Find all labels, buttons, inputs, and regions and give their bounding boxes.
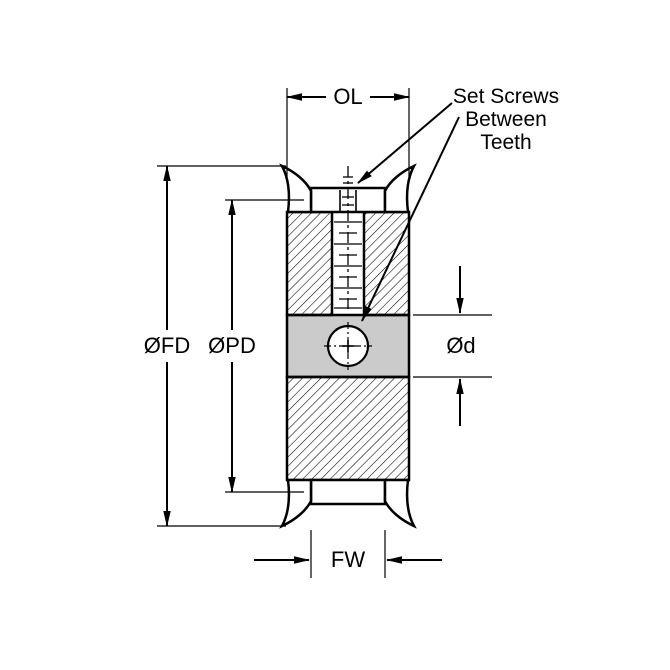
label-overall-length: OL	[333, 84, 362, 109]
note-set-screws-line2: Between	[465, 108, 547, 131]
label-face-width: FW	[331, 547, 365, 572]
dimension-pitch-diameter: ØPD	[208, 199, 304, 493]
thread-ticks	[334, 176, 362, 309]
dimensions: OL ØFD ØPD Ød	[144, 84, 492, 578]
dimension-bore-diameter: Ød	[413, 266, 492, 426]
body-section-bottom	[285, 375, 411, 482]
label-flange-diameter: ØFD	[144, 333, 190, 358]
pulley	[279, 163, 417, 529]
flange-bottom-right	[383, 478, 417, 529]
dimension-flange-diameter: ØFD	[144, 165, 286, 527]
dimension-overall-length: OL	[286, 84, 410, 180]
set-screw-hole-circle	[324, 322, 372, 370]
flange-bottom-left	[279, 478, 313, 529]
label-pitch-diameter: ØPD	[208, 333, 256, 358]
set-screw-tapped-hole	[334, 166, 362, 312]
set-screw-annotation: Set Screws Between Teeth	[357, 85, 559, 322]
bottom-land	[309, 478, 387, 506]
note-set-screws-line1: Set Screws	[453, 85, 559, 108]
body-section-top-right	[362, 210, 411, 317]
note-set-screws-line3: Teeth	[480, 131, 531, 154]
dimension-face-width: FW	[254, 530, 442, 578]
leader-line-center	[361, 116, 460, 322]
leader-line-top	[357, 102, 453, 184]
label-bore-diameter: Ød	[446, 333, 475, 358]
flange-top-right	[383, 163, 417, 214]
body-section-top-left	[285, 210, 334, 317]
flange-top-left	[279, 163, 313, 214]
